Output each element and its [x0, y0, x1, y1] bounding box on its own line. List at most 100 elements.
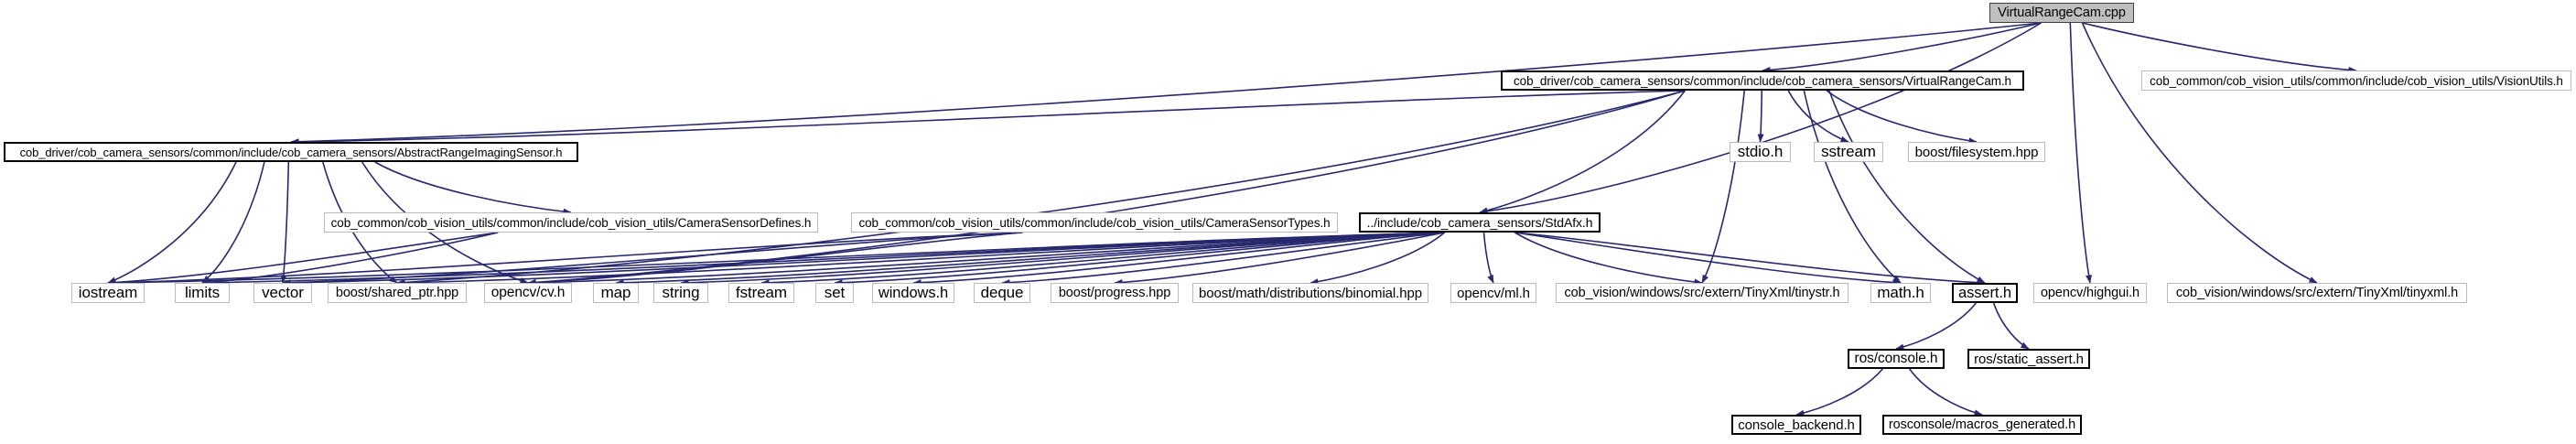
graph-node-windows-h[interactable]: windows.h	[872, 283, 954, 303]
graph-edge	[201, 161, 265, 284]
graph-node-cob-vision-windows-src-extern-tinyxml-tinyxml-h[interactable]: cob_vision/windows/src/extern/TinyXml/ti…	[2167, 283, 2467, 303]
node-label: map	[600, 284, 631, 301]
graph-edge	[1310, 232, 1446, 286]
node-label: math.h	[1877, 284, 1924, 301]
graph-node-vector[interactable]: vector	[253, 283, 312, 303]
graph-node-opencv-cv-h[interactable]: opencv/cv.h	[484, 283, 572, 303]
graph-edge	[1762, 22, 2042, 73]
graph-node-boost-filesystem-hpp[interactable]: boost/filesystem.hpp	[1908, 142, 2045, 162]
node-label: cob_common/cob_vision_utils/common/inclu…	[330, 215, 812, 230]
graph-node-include-cob-camera-sensors-stdafx-h[interactable]: ../include/cob_camera_sensors/StdAfx.h	[1359, 212, 1601, 233]
graph-edge	[1001, 232, 1445, 287]
node-label: opencv/cv.h	[490, 285, 566, 300]
graph-node-boost-math-distributions-binomial-hpp[interactable]: boost/math/distributions/binomial.hpp	[1192, 283, 1428, 303]
graph-node-boost-progress-hpp[interactable]: boost/progress.hpp	[1051, 283, 1179, 303]
graph-edge	[1479, 90, 1687, 214]
graph-edge	[1514, 232, 1986, 287]
graph-node-boost-shared-ptr-hpp[interactable]: boost/shared_ptr.hpp	[328, 283, 467, 303]
graph-edge	[1992, 302, 2030, 350]
graph-edge	[760, 232, 1445, 287]
graph-node-assert-h[interactable]: assert.h	[1952, 283, 2018, 303]
node-label: fstream	[736, 284, 787, 301]
graph-edge	[2069, 22, 2092, 284]
graph-edge	[2081, 22, 2318, 284]
graph-node-rosconsole-macros-generated-h[interactable]: rosconsole/macros_generated.h	[1882, 415, 2082, 435]
graph-edge	[396, 90, 1686, 286]
graph-node-virtualrangecam-cpp[interactable]: VirtualRangeCam.cpp	[1989, 3, 2134, 23]
node-label: boost/math/distributions/binomial.hpp	[1199, 285, 1422, 301]
node-label: string	[662, 284, 700, 301]
node-label: set	[824, 284, 846, 301]
node-label: ros/static_assert.h	[1974, 351, 2084, 367]
graph-edge	[527, 90, 1686, 286]
graph-node-stdio-h[interactable]: stdio.h	[1730, 142, 1791, 162]
graph-node-cob-common-cob-vision-utils-common-include-cob-vision-utils-camerasensortypes-h[interactable]: cob_common/cob_vision_utils/common/inclu…	[851, 212, 1338, 233]
graph-edge	[912, 232, 1445, 287]
graph-node-iostream[interactable]: iostream	[71, 283, 145, 303]
node-label: cob_driver/cob_camera_sensors/common/inc…	[19, 145, 563, 159]
graph-node-opencv-ml-h[interactable]: opencv/ml.h	[1450, 283, 1536, 303]
graph-edge	[2082, 22, 2357, 73]
graph-node-ros-console-h[interactable]: ros/console.h	[1848, 349, 1945, 369]
graph-node-cob-common-cob-vision-utils-common-include-cob-vision-utils-camerasensordefines-h[interactable]: cob_common/cob_vision_utils/common/inclu…	[324, 212, 818, 233]
graph-node-cob-vision-windows-src-extern-tinyxml-tinystr-h[interactable]: cob_vision/windows/src/extern/TinyXml/ti…	[1556, 283, 1848, 303]
node-label: VirtualRangeCam.cpp	[1998, 5, 2126, 20]
node-label: cob_vision/windows/src/extern/TinyXml/ti…	[2175, 286, 2459, 300]
graph-edge	[396, 232, 1445, 287]
graph-edge	[834, 232, 1445, 287]
graph-node-cob-driver-cob-camera-sensors-common-include-cob-camera-sensors-virtualrangecam-h[interactable]: cob_driver/cob_camera_sensors/common/inc…	[1501, 70, 2024, 91]
graph-edge	[282, 232, 1445, 287]
graph-edge	[1479, 22, 2042, 215]
graph-node-map[interactable]: map	[593, 283, 639, 303]
graph-edge	[1701, 90, 1745, 284]
graph-edge	[1795, 368, 1883, 417]
graph-node-console-backend-h[interactable]: console_backend.h	[1731, 415, 1861, 435]
node-label: cob_driver/cob_camera_sensors/common/inc…	[1514, 73, 2011, 88]
graph-edge	[374, 161, 572, 215]
graph-node-sstream[interactable]: sstream	[1814, 142, 1883, 162]
node-label: console_backend.h	[1738, 417, 1855, 433]
node-label: opencv/ml.h	[1457, 285, 1530, 301]
node-label: boost/filesystem.hpp	[1914, 144, 2039, 160]
graph-edge	[290, 22, 2042, 146]
graph-edge	[1787, 90, 1849, 143]
graph-edge	[107, 232, 499, 287]
node-label: ../include/cob_camera_sensors/StdAfx.h	[1366, 215, 1593, 230]
node-label: opencv/highgui.h	[2040, 286, 2140, 300]
graph-node-cob-common-cob-vision-utils-common-include-cob-vision-utils-visionutils-h[interactable]: cob_common/cob_vision_utils/common/inclu…	[2141, 70, 2571, 91]
graph-edge	[280, 161, 290, 284]
graph-node-deque[interactable]: deque	[974, 283, 1030, 303]
graph-edge	[107, 232, 1023, 287]
node-label: boost/progress.hpp	[1058, 286, 1171, 300]
node-label: windows.h	[878, 284, 949, 301]
graph-edge	[107, 161, 237, 284]
graph-edge	[1757, 90, 1764, 143]
graph-node-math-h[interactable]: math.h	[1870, 283, 1931, 303]
node-label: stdio.h	[1737, 143, 1784, 160]
graph-edge	[1803, 90, 1902, 284]
graph-edge	[1895, 302, 1978, 351]
graph-edge	[290, 90, 1686, 146]
node-label: cob_common/cob_vision_utils/common/inclu…	[858, 215, 1331, 230]
graph-node-opencv-highgui-h[interactable]: opencv/highgui.h	[2033, 283, 2147, 303]
graph-node-limits[interactable]: limits	[175, 283, 230, 303]
graph-node-ros-static-assert-h[interactable]: ros/static_assert.h	[1967, 349, 2090, 369]
node-label: cob_common/cob_vision_utils/common/inclu…	[2150, 73, 2563, 88]
graph-edge	[527, 232, 1445, 287]
graph-node-cob-driver-cob-camera-sensors-common-include-cob-camera-sensors-abstractrangeimagingsensor-h[interactable]: cob_driver/cob_camera_sensors/common/inc…	[4, 142, 578, 162]
graph-edge	[680, 232, 1445, 287]
graph-edge	[1514, 232, 1902, 287]
graph-node-set[interactable]: set	[815, 283, 854, 303]
graph-node-fstream[interactable]: fstream	[728, 283, 794, 303]
node-label: assert.h	[1958, 284, 2011, 301]
node-label: boost/shared_ptr.hpp	[335, 286, 459, 300]
node-label: deque	[980, 284, 1024, 301]
graph-node-string[interactable]: string	[653, 283, 708, 303]
graph-edge	[1114, 232, 1445, 286]
node-label: ros/console.h	[1854, 351, 1938, 366]
node-label: sstream	[1821, 143, 1876, 160]
graph-edge	[322, 161, 398, 284]
node-label: cob_vision/windows/src/extern/TinyXml/ti…	[1564, 286, 1840, 300]
